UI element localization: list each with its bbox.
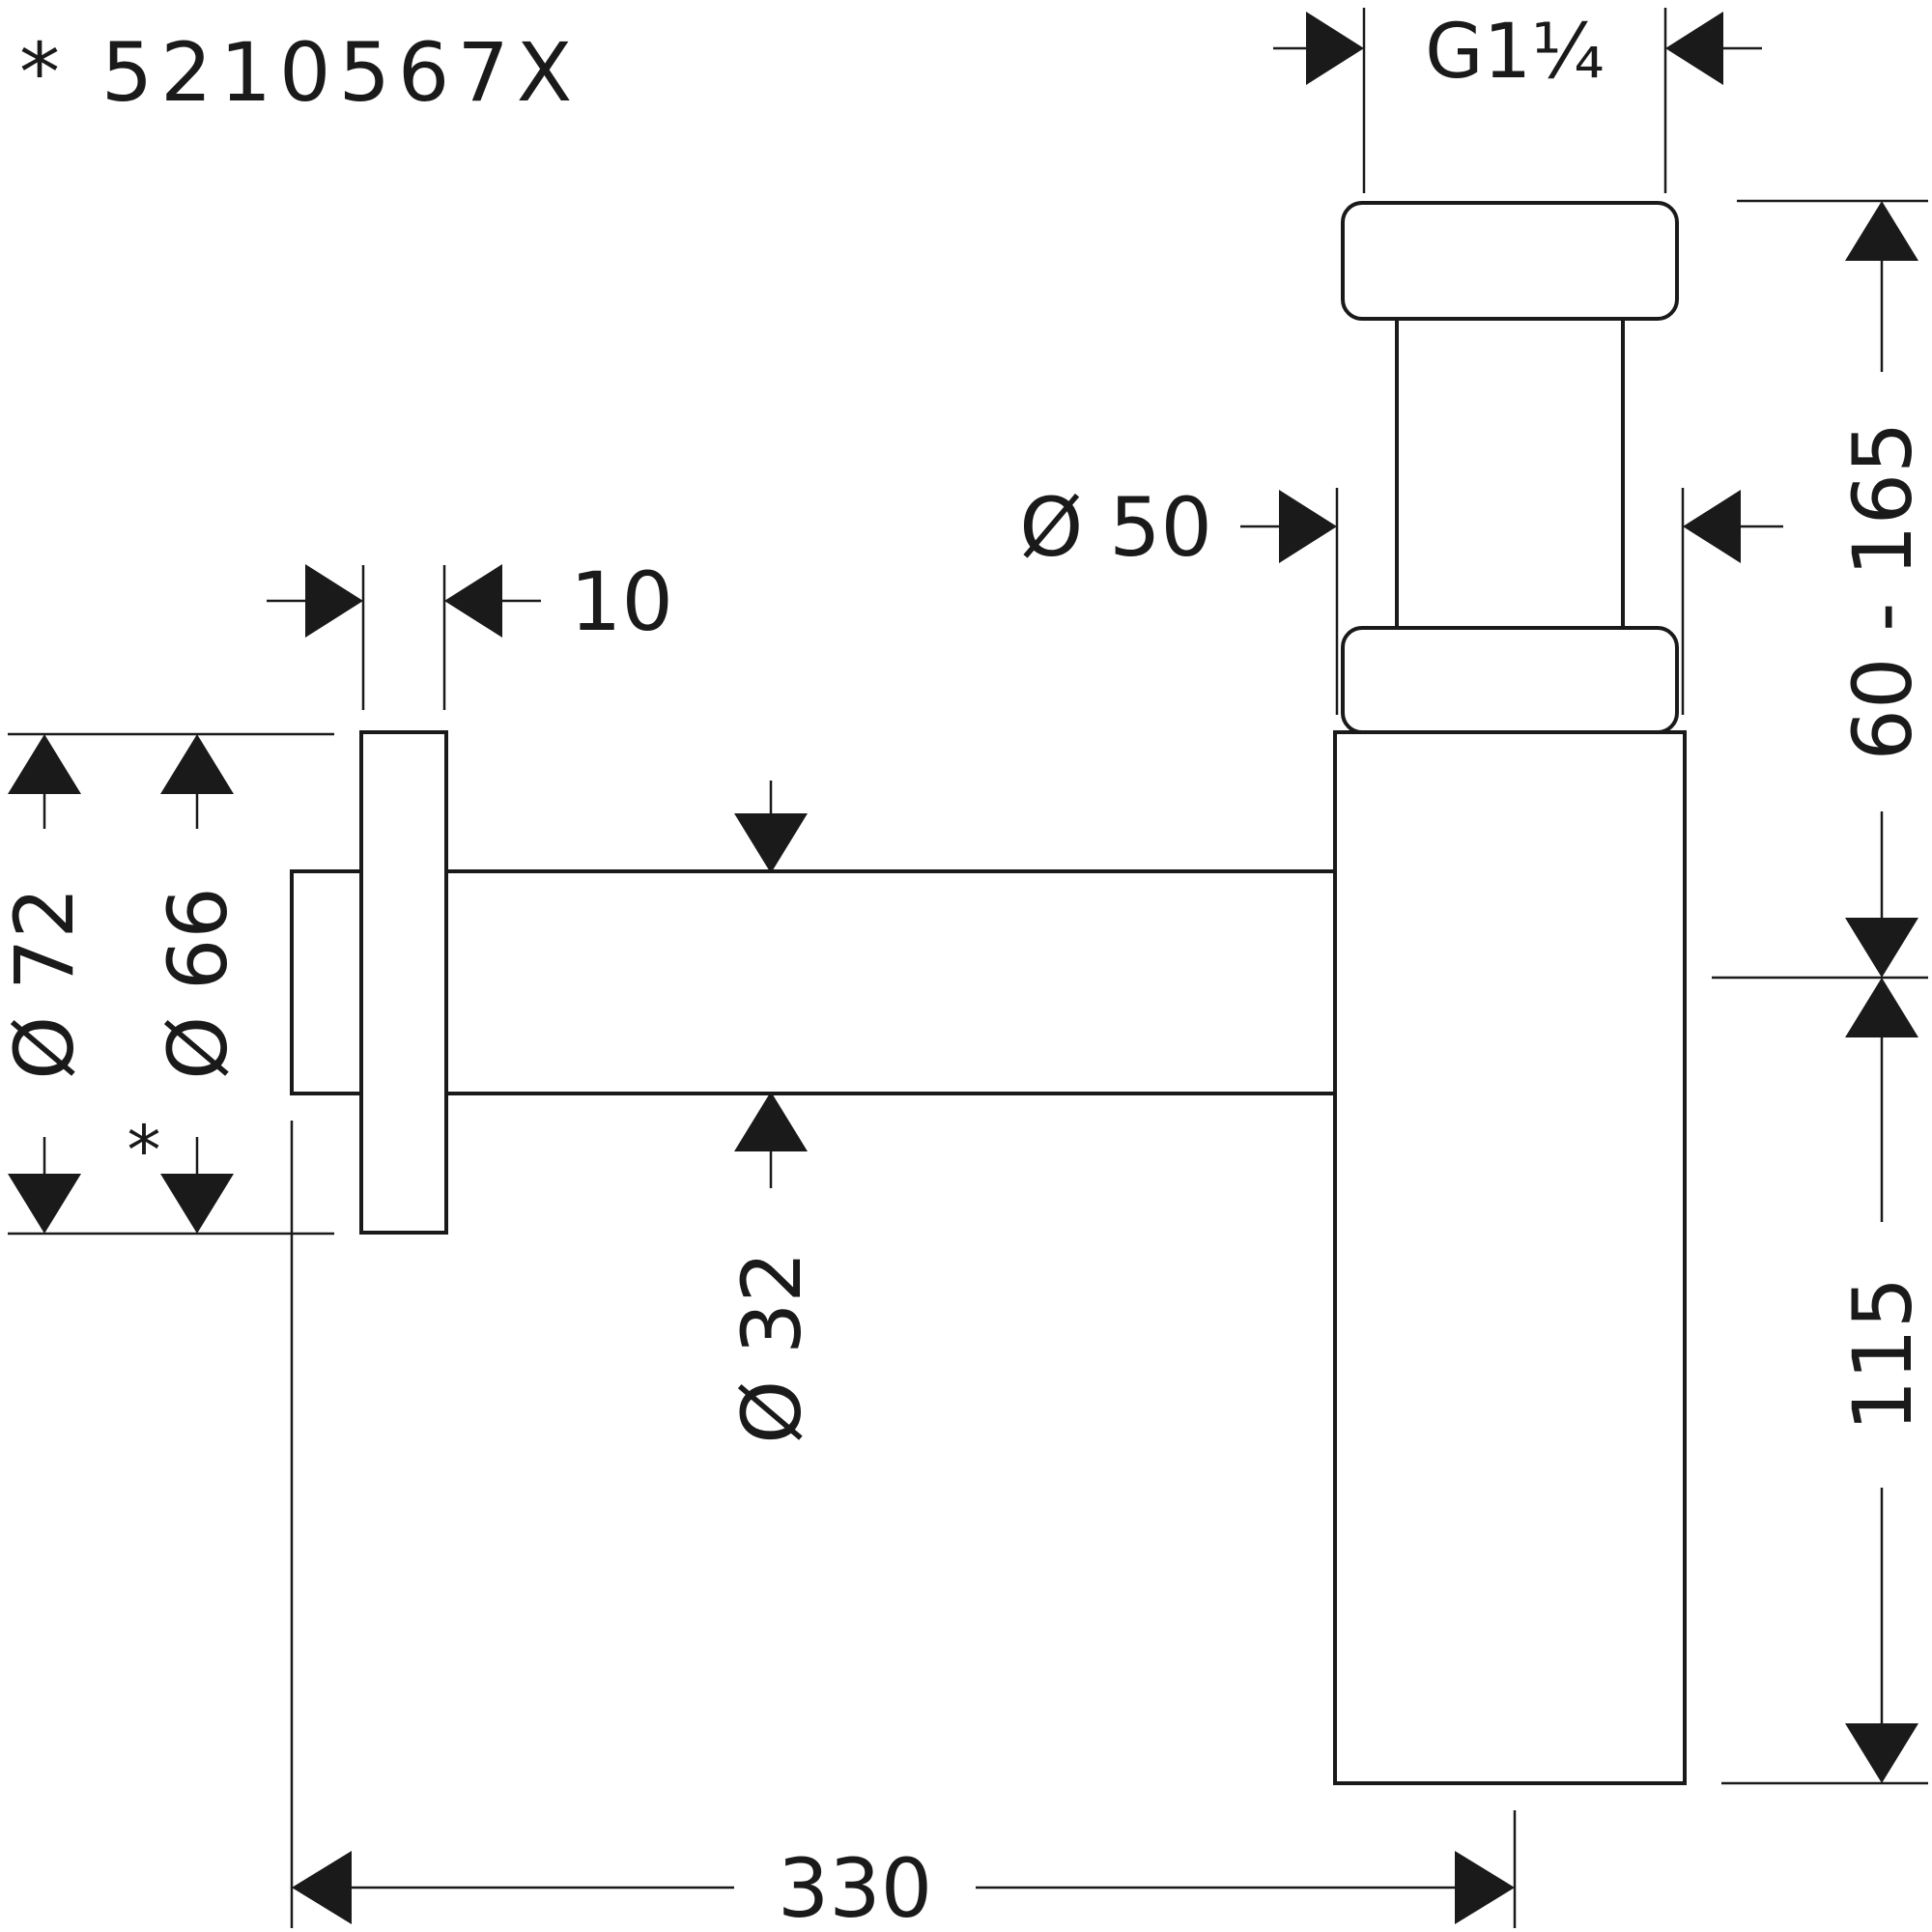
arrow-left-icon: [1683, 490, 1741, 563]
arrow-right-icon: [305, 564, 363, 638]
dim-dia-72: Ø 72: [0, 734, 92, 1234]
arrow-right-icon: [1279, 490, 1337, 563]
product-code: * 5210567X: [19, 25, 580, 120]
dim-width-10: 10: [267, 554, 673, 710]
arrow-down-icon: [1845, 1723, 1918, 1783]
arrow-left-icon: [292, 1851, 352, 1924]
arrow-up-icon: [1845, 978, 1918, 1037]
arrow-right-icon: [1306, 12, 1364, 85]
wall-rosette: [359, 730, 448, 1235]
label-asterisk: *: [128, 1111, 161, 1190]
bottle-body: [1333, 730, 1687, 1785]
dim-dia-66: Ø 66 *: [128, 734, 245, 1234]
arrow-down-icon: [734, 813, 808, 873]
label-height-range: 60 - 165: [1835, 422, 1930, 761]
label-length-330: 330: [778, 1841, 932, 1932]
pipe-end: [290, 869, 363, 1095]
arrow-left-icon: [1665, 12, 1723, 85]
lower-nut: [1341, 626, 1679, 734]
top-nut: [1341, 201, 1679, 321]
arrow-down-icon: [8, 1174, 81, 1234]
dim-length-330: 330: [290, 1121, 1517, 1932]
label-dia-72: Ø 72: [0, 887, 92, 1080]
label-dia-50: Ø 50: [1019, 480, 1212, 575]
dim-thread: G1¼: [1273, 8, 1762, 193]
arrow-down-icon: [1845, 918, 1918, 978]
arrow-up-icon: [734, 1092, 808, 1151]
label-thread: G1¼: [1425, 9, 1605, 96]
dim-dia-32: Ø 32: [724, 781, 819, 1444]
arrow-down-icon: [160, 1174, 234, 1234]
label-dia-66: Ø 66: [151, 887, 245, 1080]
siphon-body: [290, 201, 1687, 1785]
label-width-10: 10: [570, 554, 673, 649]
arrow-right-icon: [1455, 1851, 1515, 1924]
arrow-up-icon: [8, 734, 81, 794]
arrow-up-icon: [160, 734, 234, 794]
label-dia-32: Ø 32: [724, 1251, 819, 1444]
dim-dia-50: Ø 50: [1019, 480, 1783, 715]
arrow-up-icon: [1845, 201, 1918, 261]
vertical-tube: [1395, 317, 1625, 630]
label-height-115: 115: [1835, 1277, 1930, 1432]
dim-heights: 60 - 165 115: [1712, 199, 1930, 1785]
arrow-left-icon: [444, 564, 502, 638]
